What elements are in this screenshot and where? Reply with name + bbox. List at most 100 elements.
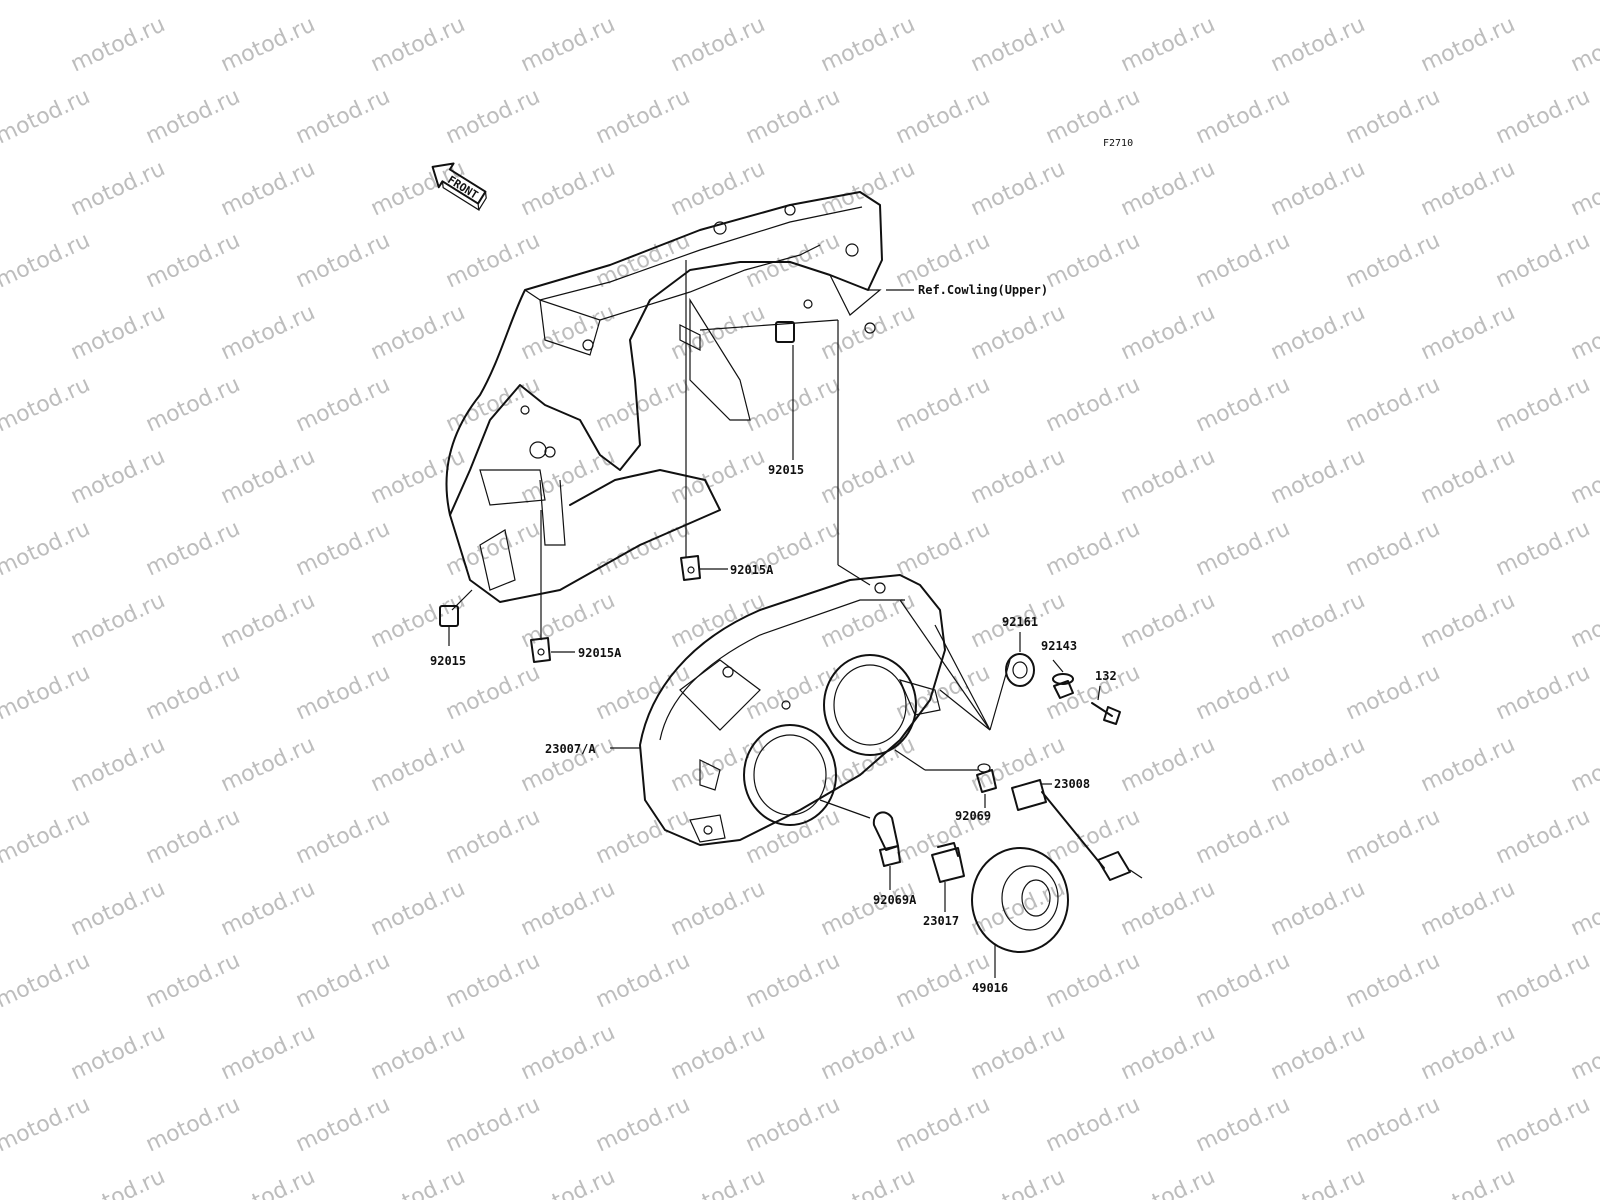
watermark-text: motod.ru [967,1020,1069,1085]
watermark-text: motod.ru [217,156,319,221]
watermark-text: motod.ru [142,660,244,725]
watermark-text: motod.ru [292,372,394,437]
part-label-92015A-lower[interactable]: 92015A [578,646,622,660]
watermark-text: motod.ru [967,156,1069,221]
watermark-text: motod.ru [1342,660,1444,725]
watermark-text: motod.ru [517,1020,619,1085]
watermark-text: motod.ru [67,588,169,653]
watermark-text: motod.ru [1492,948,1594,1013]
part-label-92015-lower[interactable]: 92015 [430,654,466,668]
watermark-text: motod.ru [817,876,919,941]
watermark-text: motod.ru [1117,588,1219,653]
watermark-text: motod.ru [592,84,694,149]
watermark-text: motod.ru [67,12,169,77]
watermark-text: motod.ru [0,804,94,869]
part-label-92015A-upper[interactable]: 92015A [730,563,774,577]
watermark-text: motod.ru [442,228,544,293]
watermark-text: motod.ru [67,444,169,509]
watermark-text: motod.ru [1567,1164,1600,1200]
part-label-49016[interactable]: 49016 [972,981,1008,995]
watermark-text: motod.ru [1117,156,1219,221]
watermark-text: motod.ru [367,444,469,509]
bulb-92069A [872,811,901,867]
watermark-text: motod.ru [217,1164,319,1200]
watermark-text: motod.ru [442,372,544,437]
watermark-text: motod.ru [217,300,319,365]
watermark-text: motod.ru [1342,804,1444,869]
watermark-text: motod.ru [1342,84,1444,149]
part-label-92161[interactable]: 92161 [1002,615,1038,629]
collar-92143 [1052,673,1074,699]
watermark-text: motod.ru [1267,1020,1369,1085]
nut-92015A-lower [530,637,551,663]
watermark-text: motod.ru [1567,1020,1600,1085]
watermark-text: motod.ru [217,12,319,77]
watermark-text: motod.ru [1192,84,1294,149]
watermark-text: motod.ru [1042,516,1144,581]
watermark-text: motod.ru [367,12,469,77]
watermark-text: motod.ru [1417,156,1519,221]
watermark-text: motod.ru [1192,804,1294,869]
watermark-text: motod.ru [142,516,244,581]
watermark-text: motod.ru [592,516,694,581]
part-label-92069[interactable]: 92069 [955,809,991,823]
watermark-text: motod.ru [67,1164,169,1200]
watermark-text: motod.ru [892,1092,994,1157]
watermark-text: motod.ru [967,300,1069,365]
watermark-text: motod.ru [142,228,244,293]
watermark-text: motod.ru [1267,300,1369,365]
watermark-text: motod.ru [1267,444,1369,509]
part-label-92143[interactable]: 92143 [1041,639,1077,653]
watermark-text: motod.ru [817,12,919,77]
watermark-text: motod.ru [1117,876,1219,941]
watermark-text: motod.ru [142,84,244,149]
watermark-text: motod.ru [367,588,469,653]
watermark-text: motod.ru [742,0,844,5]
watermark-text: motod.ru [1567,876,1600,941]
watermark-text: motod.ru [217,1020,319,1085]
watermark-text: motod.ru [592,660,694,725]
watermark-text: motod.ru [517,1164,619,1200]
watermark-text: motod.ru [742,228,844,293]
watermark-text: motod.ru [1417,300,1519,365]
watermark-text: motod.ru [0,372,94,437]
watermark-text: motod.ru [1342,1092,1444,1157]
watermark-text: motod.ru [967,1164,1069,1200]
watermark-text: motod.ru [1417,876,1519,941]
part-label-23017[interactable]: 23017 [923,914,959,928]
part-label-92015-upper[interactable]: 92015 [768,463,804,477]
watermark-text: motod.ru [1492,516,1594,581]
watermark-text: motod.ru [742,948,844,1013]
watermark-text: motod.ru [292,0,394,5]
watermark-text: motod.ru [892,372,994,437]
watermark-text: motod.ru [667,732,769,797]
harness-23008 [1011,779,1143,881]
watermark-text: motod.ru [517,156,619,221]
watermark-text: motod.ru [1192,516,1294,581]
part-label-92069A[interactable]: 92069A [873,893,917,907]
reference-label-cowling-upper[interactable]: Ref.Cowling(Upper) [918,283,1048,297]
watermark-text: motod.ru [1342,0,1444,5]
watermark-text: motod.ru [1042,0,1144,5]
watermark-text: motod.ru [67,156,169,221]
watermark-text: motod.ru [0,228,94,293]
watermark-text: motod.ru [817,444,919,509]
watermark-text: motod.ru [1567,588,1600,653]
watermark-text: motod.ru [817,588,919,653]
watermark-text: motod.ru [67,876,169,941]
watermark-text: motod.ru [817,732,919,797]
watermark-text: motod.ru [1042,804,1144,869]
part-label-23007-A[interactable]: 23007/A [545,742,596,756]
watermark-text: motod.ru [517,876,619,941]
watermark-text: motod.ru [1492,1092,1594,1157]
watermark-text: motod.ru [367,300,469,365]
watermark-text: motod.ru [0,1092,94,1157]
part-label-23008[interactable]: 23008 [1054,777,1090,791]
part-label-132[interactable]: 132 [1095,669,1117,683]
bulb-92069 [976,763,997,793]
watermark-text: motod.ru [1192,948,1294,1013]
watermark-text: motod.ru [817,1020,919,1085]
watermark-text: motod.ru [292,1092,394,1157]
grommet-92161 [1005,653,1035,687]
watermark-text: motod.ru [592,1092,694,1157]
